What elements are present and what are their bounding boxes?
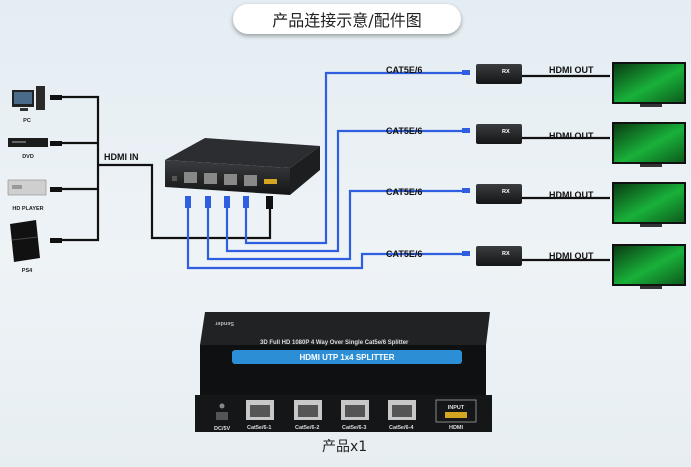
cable-label-3: CAT5E/6 — [386, 187, 422, 197]
hdmi-label: HDMI — [449, 425, 464, 431]
receiver-row-2: CAT5E/6 RX HDMI OUT — [386, 122, 686, 167]
receiver-badge: RX — [502, 189, 510, 195]
panel-title: HDMI UTP 1x4 SPLITTER — [300, 353, 395, 362]
receiver-badge: RX — [502, 251, 510, 257]
hdmi-port-icon — [264, 179, 277, 184]
input-label: INPUT — [448, 405, 465, 411]
output-label-1: HDMI OUT — [549, 65, 594, 75]
source-dvd: DVD — [8, 138, 62, 160]
dvd-player-icon — [8, 138, 48, 147]
source-label-pc: PC — [23, 118, 31, 124]
port-label-2: Cat5e/6-2 — [295, 425, 319, 431]
ps4-icon — [10, 220, 40, 262]
output-label-3: HDMI OUT — [549, 190, 594, 200]
cat-cables — [186, 71, 462, 270]
product-photo: Sender 3D Full HD 1080P 4 Way Over Singl… — [195, 312, 492, 432]
panel-title-bar — [232, 350, 462, 364]
cable-label-4: CAT5E/6 — [386, 249, 422, 259]
output-label-4: HDMI OUT — [549, 251, 594, 261]
product-caption: 产品x1 — [322, 439, 368, 455]
product-subtitle: 3D Full HD 1080P 4 Way Over Single Cat5e… — [260, 340, 409, 346]
output-label-2: HDMI OUT — [549, 131, 594, 141]
source-pc: PC — [12, 86, 62, 124]
source-label-ps4: PS4 — [22, 268, 33, 274]
hd-player-icon — [7, 179, 47, 196]
page-title: 产品连接示意/配件图 — [233, 4, 461, 34]
receiver-box — [476, 184, 522, 204]
port-label-4: Cat5e/6-4 — [389, 425, 414, 431]
source-hd-player: HD PLAYER — [7, 179, 62, 212]
rj45-port-icon — [224, 174, 237, 185]
port-label-1: Cat5e/6-1 — [247, 425, 271, 431]
rj45-port-icon — [244, 175, 257, 186]
receiver-badge: RX — [502, 69, 510, 75]
rj45-port-icon — [204, 173, 217, 184]
port-label-3: Cat5e/6-3 — [342, 425, 366, 431]
receiver-row-1: CAT5E/6 RX HDMI OUT — [386, 62, 686, 107]
receiver-row-3: CAT5E/6 RX HDMI OUT — [386, 182, 686, 227]
rj45-port-icon — [184, 172, 197, 183]
receiver-badge: RX — [502, 129, 510, 135]
power-label: DC/5V — [214, 426, 231, 432]
receiver-box — [476, 246, 522, 266]
receiver-row-4: CAT5E/6 RX HDMI OUT — [386, 244, 686, 289]
source-ps4: PS4 — [10, 220, 62, 274]
hdmi-in-label: HDMI IN — [104, 152, 139, 162]
receiver-box — [476, 64, 522, 84]
cable-label-1: CAT5E/6 — [386, 65, 422, 75]
cable-label-2: CAT5E/6 — [386, 126, 422, 136]
hdmi-input-cables — [62, 95, 272, 242]
splitter-unit — [165, 138, 320, 195]
sender-label: Sender — [214, 320, 234, 326]
splitter-plugs — [185, 196, 273, 209]
receiver-box — [476, 124, 522, 144]
power-port-icon — [216, 412, 228, 420]
source-label-dvd: DVD — [22, 154, 34, 160]
hdmi-port-icon — [445, 412, 467, 418]
source-label-hd-player: HD PLAYER — [12, 206, 43, 212]
